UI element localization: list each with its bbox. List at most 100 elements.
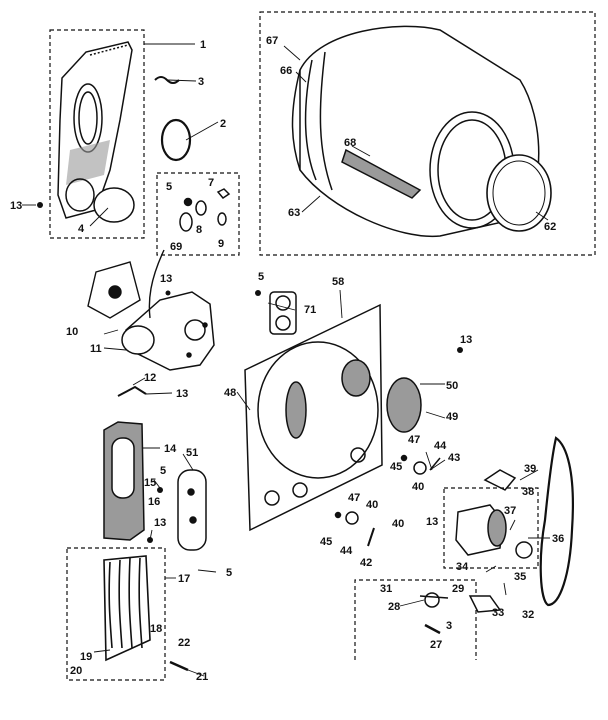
callout-5-b: 5 [160,465,166,477]
callout-18: 18 [150,623,162,635]
callout-43: 43 [448,452,460,464]
callout-19: 19 [80,651,92,663]
leader-lines [22,43,550,677]
callout-28: 28 [388,601,400,613]
callout-71: 71 [304,304,316,316]
drum-front-seal-62-part [486,154,552,232]
bracket-71-part [269,291,297,335]
callout-5-a: 5 [166,181,172,193]
callout-32: 32 [522,609,534,621]
callout-13-f: 13 [426,516,438,528]
callout-42: 42 [360,557,372,569]
callout-14: 14 [164,443,177,455]
callout-15: 15 [144,477,156,489]
callout-58: 58 [332,276,344,288]
callout-35: 35 [514,571,526,583]
callout-17: 17 [178,573,190,585]
belt-idler-group-box [354,579,477,660]
idler-pulley-part [419,592,502,635]
callout-45-b: 45 [320,536,332,548]
callout-62: 62 [544,221,556,233]
callout-13-d: 13 [154,517,166,529]
heater-element-part [103,555,151,662]
callout-2: 2 [220,118,226,130]
callout-13-b: 13 [160,273,172,285]
blower-belt-part [148,249,165,319]
callout-5-d: 5 [258,271,264,283]
front-panel-part [57,41,133,219]
callout-31: 31 [380,583,392,595]
callout-67: 67 [266,35,278,47]
callout-20: 20 [70,665,82,677]
callout-33: 33 [492,607,504,619]
callout-66: 66 [280,65,292,77]
callout-40-a: 40 [412,481,424,493]
screw-13-left-part [37,202,43,208]
callout-13-a: 13 [10,200,22,212]
drive-belt-32-part [539,436,574,607]
callout-39: 39 [524,463,536,475]
callout-5-c: 5 [226,567,232,579]
callout-40-c: 40 [392,518,404,530]
screw-13-back-part [457,347,463,353]
callout-36: 36 [552,533,564,545]
motor-group-box [443,487,539,569]
drum-group-box [259,11,596,256]
callout-9: 9 [218,238,224,250]
hardware-kit-group-box [156,172,240,256]
callout-48: 48 [224,387,236,399]
door-seal-ring-part [160,118,192,162]
screw-5-top-part [255,290,261,296]
drum-part [291,25,540,238]
group-boxes [49,11,596,681]
callout-38: 38 [522,486,534,498]
callout-68: 68 [344,137,356,149]
front-panel-group-box [49,29,145,239]
callout-13-e: 13 [460,334,472,346]
blower-housing-part [121,291,215,371]
air-duct-part [103,421,145,541]
lint-screen-part [93,187,135,223]
callout-34: 34 [456,561,469,573]
blower-wheel-part [87,261,141,319]
drum-front-seal-62-inner [492,160,546,226]
callout-16: 16 [148,496,160,508]
bracket-39-part [483,469,517,491]
callout-4: 4 [78,223,85,235]
vent-cover-50-part [386,377,422,433]
callout-47-a: 47 [408,434,420,446]
callout-49: 49 [446,411,458,423]
hardware-kit-parts [179,188,231,232]
screw-13-blower-part [165,290,171,296]
callout-51: 51 [186,447,198,459]
callout-11: 11 [90,343,102,355]
callout-1: 1 [200,39,206,51]
callout-50: 50 [446,380,458,392]
callout-21: 21 [196,671,208,683]
callout-69: 69 [170,241,182,253]
heater-group-box [66,547,166,681]
callout-12: 12 [144,372,156,384]
callout-10: 10 [66,326,78,338]
callout-44-a: 44 [434,440,447,452]
callout-47-b: 47 [348,492,360,504]
callout-labels: 1 3 2 4 13 5 7 8 9 69 13 10 11 12 13 14 … [10,35,564,683]
callout-44-b: 44 [340,545,353,557]
callout-27: 27 [430,639,442,651]
callout-3-b: 3 [446,620,452,632]
wire-clip-12-part [117,385,147,397]
motor-pulley-36-part [515,541,533,559]
screw-15-part [157,487,163,493]
callout-37: 37 [504,505,516,517]
callout-7: 7 [208,177,214,189]
callout-45-a: 45 [390,461,402,473]
duct-cover-51-part [177,469,207,551]
callout-63: 63 [288,207,300,219]
callout-3: 3 [198,76,204,88]
callout-13-c: 13 [176,388,188,400]
screw-21-part [169,660,189,672]
motor-part [455,504,507,556]
callout-40-b: 40 [366,499,378,511]
callout-22: 22 [178,637,190,649]
